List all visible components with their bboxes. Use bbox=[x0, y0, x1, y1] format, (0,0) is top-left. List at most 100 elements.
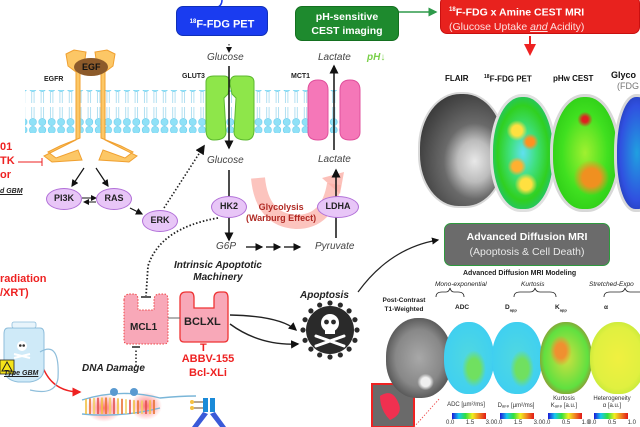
alpha-colorbar-title2: α [a.u.] bbox=[602, 403, 622, 409]
combined-box-line1: F-FDG x Amine CEST MRI bbox=[455, 6, 585, 19]
col-header-flair: FLAIR bbox=[445, 74, 469, 83]
ph-cest-box: pH-sensitive CEST imaging bbox=[295, 6, 399, 41]
diffusion-box-line1: Advanced Diffusion MRI bbox=[466, 231, 588, 243]
colorbar-title-dapp: Dₐₚₚ [µm²/ms] bbox=[496, 402, 536, 409]
glycolysis-line2: (Warburg Effect) bbox=[246, 213, 317, 223]
apoptosis-label: Apoptosis bbox=[300, 290, 349, 301]
combined-line2-em: and bbox=[530, 20, 548, 33]
radiation-subtitle: Type GBM bbox=[4, 370, 39, 377]
antibody-drug-conjugate-icon bbox=[190, 398, 226, 427]
map-label-kapp: Kapp bbox=[555, 304, 567, 312]
colorbar-title-alpha: Heterogeneity α [a.u.] bbox=[590, 396, 634, 410]
group-mono-exponential: Mono-exponential bbox=[435, 281, 487, 288]
adc-tick-2: 3.0 bbox=[485, 420, 494, 426]
map-label-dapp: Dapp bbox=[505, 304, 517, 312]
pet-col-label: F-FDG PET bbox=[489, 74, 532, 84]
radiation-line2: /XRT) bbox=[0, 287, 29, 299]
map-label-alpha: α bbox=[604, 304, 608, 311]
tki-subtitle: d GBM bbox=[0, 188, 23, 195]
egf-ligand bbox=[74, 58, 108, 76]
apoptosis-icon-spike bbox=[300, 327, 306, 333]
combined-line2-b: Acidity) bbox=[547, 20, 585, 33]
lactate-intracellular: Lactate bbox=[318, 154, 351, 165]
ph-decrease-label: pH↓ bbox=[367, 52, 386, 63]
alpha-map-title: α bbox=[604, 304, 608, 311]
glycolysis-label: Glycolysis (Warburg Effect) bbox=[246, 202, 316, 224]
radiation-label: radiation /XRT) bbox=[0, 272, 46, 300]
kapp-colorbar-title1: Kurtosis bbox=[553, 396, 575, 402]
apoptosis-icon-spike bbox=[327, 354, 333, 360]
col-header-glyco: Glyco bbox=[611, 70, 637, 80]
alpha-map-image bbox=[590, 322, 640, 394]
pi3k-node: PI3K bbox=[46, 188, 82, 210]
pet-col-sup: 18 bbox=[484, 74, 490, 80]
t1-weighted-brain-image bbox=[386, 318, 452, 398]
brace-mono bbox=[435, 287, 465, 298]
col-header-pet: 18F-FDG PET bbox=[484, 74, 532, 84]
t1-weighted-label: Post-Contrast T1-Weighted bbox=[380, 296, 428, 314]
t1-line2: T1-Weighted bbox=[384, 306, 424, 313]
dapp-map-sub: app bbox=[509, 307, 517, 313]
ras-to-erk-arrow bbox=[129, 207, 144, 215]
tki-drug-label: 01 TK or bbox=[0, 140, 15, 182]
abbv-line2: Bcl-XLi bbox=[189, 367, 227, 379]
apoptosis-icon-spike bbox=[346, 346, 352, 352]
colorbar-title-adc: ADC [µm²/ms] bbox=[446, 402, 486, 408]
map-label-adc: ADC bbox=[455, 304, 469, 311]
t1-line1: Post-Contrast bbox=[382, 297, 426, 304]
combined-imaging-box: 18F-FDG x Amine CEST MRI (Glucose Uptake… bbox=[440, 0, 640, 34]
fdg-pet-box: 18F-FDG PET bbox=[176, 6, 268, 36]
apoptosis-skull-icon bbox=[300, 300, 360, 360]
alpha-colorbar-title1: Heterogeneity bbox=[593, 396, 631, 402]
apoptosis-icon-spike bbox=[337, 352, 343, 358]
tki-line2: TK bbox=[0, 155, 15, 167]
apoptosis-icon-spike bbox=[352, 317, 358, 323]
phw-cest-brain-image bbox=[550, 94, 620, 212]
adc-map-title: ADC bbox=[455, 304, 470, 311]
chemotherapy-iv-bag-icon bbox=[0, 321, 59, 393]
lactate-extracellular: Lactate bbox=[318, 52, 351, 63]
apoptosis-icon-spike bbox=[346, 308, 352, 314]
alpha-tick-2: 1.0 bbox=[627, 420, 636, 426]
fdg-pet-label: F-FDG PET bbox=[196, 18, 255, 31]
adc-map-image bbox=[444, 322, 494, 394]
apoptosis-icon-spike bbox=[327, 300, 333, 306]
dapp-tick-1: 1.5 bbox=[513, 420, 523, 426]
apoptosis-icon-spike bbox=[354, 327, 360, 333]
alpha-tick-0: 0.0 bbox=[588, 420, 597, 426]
egf-label: EGF bbox=[82, 62, 101, 72]
brace-kurtosis bbox=[513, 287, 557, 298]
machinery-line1: Intrinsic Apoptotic bbox=[174, 260, 262, 271]
apoptosis-icon-spike bbox=[308, 308, 314, 314]
machinery-line2: Machinery bbox=[193, 272, 243, 283]
colorbar-kapp bbox=[548, 413, 582, 419]
dapp-colorbar-title: Dₐₚₚ [µm²/ms] bbox=[497, 403, 535, 409]
g6p-label: G6P bbox=[216, 241, 237, 252]
diffusion-modeling-title: Advanced Diffusion MRI Modeling bbox=[463, 270, 577, 277]
apoptosis-to-diffusion-arrow bbox=[357, 237, 440, 293]
apoptosis-icon-spike bbox=[308, 346, 314, 352]
glut3-label: GLUT3 bbox=[182, 73, 205, 80]
adc-tick-1: 1.5 bbox=[465, 420, 475, 426]
col-header-cest: pHw CEST bbox=[553, 74, 594, 83]
hk2-node: HK2 bbox=[211, 196, 247, 218]
kapp-map-image bbox=[540, 322, 592, 394]
erk-to-glut3-dotted bbox=[163, 144, 205, 209]
mct1-label: MCT1 bbox=[291, 73, 311, 80]
erk-node: ERK bbox=[142, 210, 178, 232]
kapp-colorbar-title2: Kₐₚₚ [a.u.] bbox=[550, 403, 578, 409]
egfr-to-ras-arrow bbox=[95, 167, 109, 187]
cest-box-line2: CEST imaging bbox=[311, 25, 383, 37]
abbv-line1: ABBV-155 bbox=[181, 353, 235, 365]
radiation-to-dna-arrow bbox=[39, 357, 82, 397]
combined-line2-a: (Glucose Uptake bbox=[449, 20, 531, 33]
glucose-extracellular: Glucose bbox=[207, 52, 244, 63]
cest-box-line1: pH-sensitive bbox=[315, 11, 379, 23]
alpha-tick-1: 0.5 bbox=[607, 420, 617, 426]
glucose-intracellular: Glucose bbox=[207, 155, 244, 166]
bclxl-shape bbox=[179, 291, 229, 343]
col-header-glyco-sub: (FDG bbox=[617, 81, 639, 91]
